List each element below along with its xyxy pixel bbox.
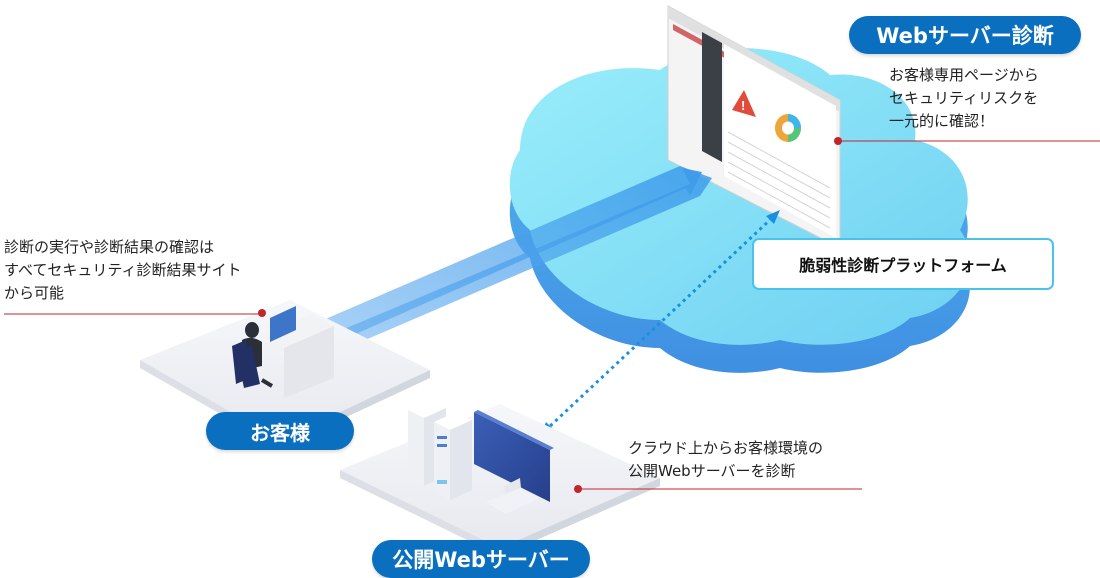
donut-chart-icon (775, 114, 801, 142)
warning-icon: ! (732, 90, 756, 117)
leader-lines (4, 137, 1100, 490)
monitor-icon (474, 410, 554, 514)
svg-text:!: ! (741, 98, 745, 113)
customer-note-line: から可能 (4, 284, 65, 302)
portal-note-line: お客様専用ページから (889, 66, 1039, 84)
customer-note: 診断の実行や診断結果の確認は すべてセキュリティ診断結果サイト から可能 (4, 236, 241, 305)
server-note: クラウド上からお客様環境の 公開Webサーバーを診断 (628, 437, 823, 483)
server-area (340, 400, 660, 556)
portal-note: お客様専用ページから セキュリティリスクを 一元的に確認！ (889, 64, 1039, 133)
customer-note-line: 診断の実行や診断結果の確認は (4, 238, 215, 256)
customer-note-line: すべてセキュリティ診断結果サイト (4, 261, 242, 279)
customer-monitor (270, 306, 296, 342)
server-note-line: 公開Webサーバーを診断 (628, 462, 796, 480)
server-note-line: クラウド上からお客様環境の (628, 439, 824, 457)
portal-note-line: 一元的に確認！ (889, 112, 995, 130)
server-tower-icon (408, 400, 472, 500)
portal-sidebar (702, 32, 722, 162)
platform-label: 脆弱性診断プラットフォーム (752, 238, 1054, 290)
web-diagnosis-badge: Webサーバー診断 (849, 16, 1081, 54)
portal-browser-window: ! (667, 5, 841, 249)
person-at-desk-icon (232, 322, 274, 388)
access-arrow (300, 166, 712, 356)
portal-note-line: セキュリティリスクを (889, 89, 1039, 107)
customer-badge: お客様 (206, 412, 354, 450)
public-server-badge: 公開Webサーバー (372, 540, 590, 578)
